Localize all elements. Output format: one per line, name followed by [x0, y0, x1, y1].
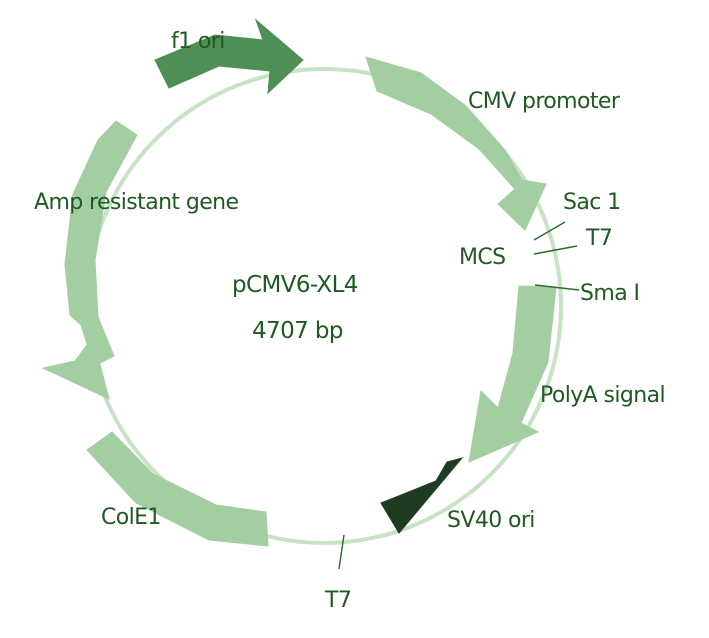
- t7-mcs-label: T7: [585, 226, 612, 251]
- cole1-label: ColE1: [101, 505, 161, 530]
- amp-resistant-gene-arrow: [64, 120, 138, 367]
- polya-signal-arrow: [468, 285, 557, 463]
- cmv-promoter-label: CMV promoter: [468, 89, 621, 114]
- sma1-label: Sma I: [580, 281, 639, 306]
- t7-mcs-tick: [533, 245, 578, 255]
- mcs-label: MCS: [459, 245, 506, 270]
- t7-bottom-label: T7: [324, 588, 351, 613]
- sma1-tick: [534, 284, 580, 291]
- cmv-promoter-arrow: [365, 56, 547, 231]
- amp-resistant-gene-arrowhead: [41, 335, 110, 400]
- plasmid-size: 4707 bp: [252, 318, 343, 344]
- cole1-block: [86, 431, 269, 547]
- f1-ori-arrow: [154, 18, 304, 95]
- amp-resistant-gene-label: Amp resistant gene: [34, 190, 238, 215]
- plasmid-name: pCMV6-XL4: [232, 272, 358, 298]
- f1-ori-label: f1 ori: [171, 29, 225, 54]
- sac1-tick: [533, 221, 566, 241]
- t7-bottom-tick: [338, 534, 345, 570]
- sac1-label: Sac 1: [563, 190, 621, 215]
- sv40-ori-block: [380, 457, 464, 534]
- sv40-ori-label: SV40 ori: [447, 508, 535, 533]
- polya-signal-label: PolyA signal: [540, 383, 665, 408]
